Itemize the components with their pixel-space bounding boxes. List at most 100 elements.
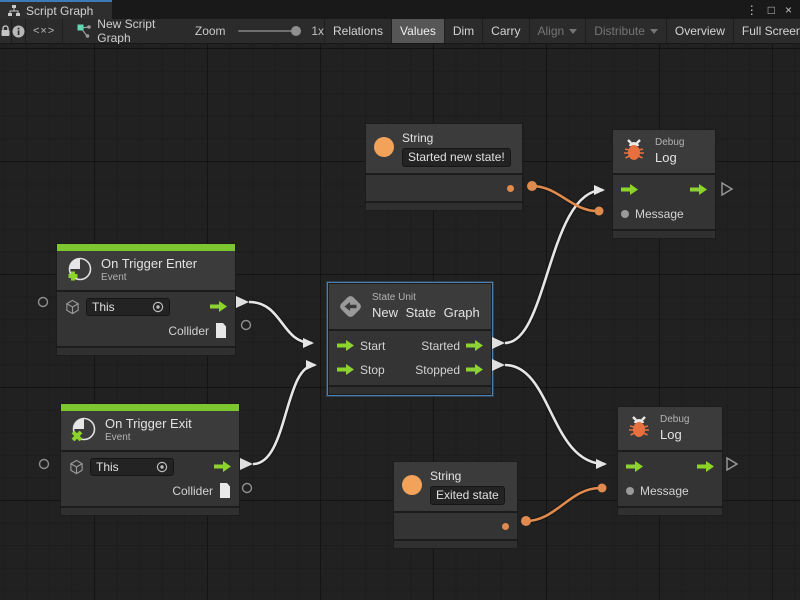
node-subtitle: State Unit bbox=[372, 292, 416, 303]
carry-button[interactable]: Carry bbox=[482, 19, 528, 43]
info-icon bbox=[12, 25, 25, 38]
menu-dots-icon[interactable]: ⋮ bbox=[745, 2, 758, 17]
event-exit-icon bbox=[69, 417, 97, 444]
code-view-icon: <×> bbox=[33, 25, 56, 37]
flow-output-arrow-icon[interactable] bbox=[697, 461, 714, 473]
node-subtitle: Debug bbox=[655, 137, 685, 148]
graph-canvas[interactable]: On Trigger Enter Event This bbox=[0, 44, 800, 600]
flow-input-arrow-icon[interactable] bbox=[337, 364, 354, 376]
tab-label: Script Graph bbox=[26, 3, 94, 18]
node-subtitle: Event bbox=[101, 272, 127, 284]
event-accent-bar bbox=[61, 404, 239, 411]
node-title: String bbox=[402, 131, 434, 145]
distribute-dropdown[interactable]: Distribute bbox=[585, 19, 666, 43]
node-title: On Trigger Enter bbox=[101, 256, 198, 271]
relations-button[interactable]: Relations bbox=[324, 19, 391, 43]
target-field[interactable]: This bbox=[90, 457, 174, 476]
wire-started-to-log bbox=[504, 185, 605, 345]
node-string-bottom[interactable]: String Exited state bbox=[393, 461, 518, 549]
tab-script-graph[interactable]: Script Graph bbox=[0, 0, 112, 19]
node-title: Log bbox=[655, 149, 677, 165]
debug-bug-icon bbox=[621, 138, 647, 164]
unconnected-flow-ports[interactable] bbox=[721, 181, 739, 472]
maximize-icon[interactable]: □ bbox=[767, 2, 775, 17]
node-title: On Trigger Exit bbox=[105, 416, 192, 431]
node-title: Log bbox=[660, 426, 682, 442]
zoom-label: Zoom bbox=[194, 24, 226, 38]
flow-output-arrow-icon[interactable] bbox=[466, 364, 483, 376]
flow-output-arrow-icon[interactable] bbox=[690, 184, 707, 196]
zoom-slider-handle[interactable] bbox=[291, 26, 302, 36]
flow-output-arrow-icon[interactable] bbox=[466, 340, 483, 352]
wire-string-to-message-top bbox=[531, 184, 598, 213]
debug-bug-icon bbox=[626, 415, 652, 441]
message-input-port[interactable] bbox=[621, 209, 629, 218]
graph-icon bbox=[77, 24, 92, 38]
file-icon bbox=[219, 483, 231, 499]
string-value-field[interactable]: Exited state bbox=[430, 486, 505, 505]
string-literal-icon bbox=[374, 137, 394, 157]
dim-button[interactable]: Dim bbox=[443, 19, 482, 43]
flow-input-arrow-icon[interactable] bbox=[337, 340, 354, 352]
node-on-trigger-exit[interactable]: On Trigger Exit Event This bbox=[60, 403, 240, 516]
string-value-field[interactable]: Started new state! bbox=[402, 148, 511, 167]
message-port-label: Message bbox=[640, 483, 689, 498]
node-on-trigger-enter[interactable]: On Trigger Enter Event This bbox=[56, 243, 236, 356]
value-output-port[interactable] bbox=[502, 522, 509, 530]
gameobject-cube-icon bbox=[69, 459, 84, 475]
collider-port-label: Collider bbox=[172, 483, 213, 498]
overview-button[interactable]: Overview bbox=[665, 19, 733, 43]
info-button[interactable] bbox=[12, 19, 26, 43]
close-icon[interactable]: × bbox=[784, 2, 792, 17]
node-string-top[interactable]: String Started new state! bbox=[365, 123, 523, 211]
node-footer bbox=[57, 347, 235, 355]
node-state-unit[interactable]: State Unit New State Graph Start Started bbox=[328, 283, 492, 395]
event-accent-bar bbox=[57, 244, 235, 251]
collider-port-label: Collider bbox=[168, 323, 209, 338]
node-title: New State Graph bbox=[372, 304, 480, 320]
hierarchy-icon bbox=[8, 4, 20, 17]
window-tab-bar: Script Graph ⋮ □ × bbox=[0, 0, 800, 19]
target-picker-icon[interactable] bbox=[152, 301, 164, 313]
view-buttons: Relations Values Dim Carry Align Distrib… bbox=[324, 19, 800, 43]
lock-button[interactable] bbox=[0, 19, 12, 43]
node-debug-log-bottom[interactable]: Debug Log Message bbox=[617, 406, 723, 516]
values-button[interactable]: Values bbox=[391, 19, 444, 43]
flow-output-arrow-icon[interactable] bbox=[210, 301, 227, 313]
node-subtitle: Debug bbox=[660, 414, 690, 425]
node-debug-log-top[interactable]: Debug Log Message bbox=[612, 129, 716, 239]
node-footer bbox=[613, 230, 715, 238]
align-dropdown[interactable]: Align bbox=[528, 19, 586, 43]
gameobject-cube-icon bbox=[65, 299, 80, 315]
started-port-label: Started bbox=[421, 338, 460, 353]
start-port-label: Start bbox=[360, 338, 386, 353]
stop-port-label: Stop bbox=[360, 362, 385, 377]
value-wires[interactable] bbox=[525, 184, 601, 523]
wire-enter-to-start bbox=[248, 300, 314, 348]
fullscreen-button[interactable]: Full Screen bbox=[732, 19, 800, 43]
value-wire-endpoints bbox=[521, 181, 607, 526]
target-picker-icon[interactable] bbox=[156, 461, 168, 473]
node-footer bbox=[618, 507, 722, 515]
state-unit-icon bbox=[337, 293, 364, 320]
target-field[interactable]: This bbox=[86, 297, 170, 316]
message-input-port[interactable] bbox=[626, 486, 634, 495]
graph-name[interactable]: New Script Graph bbox=[97, 17, 156, 45]
flow-output-arrow-icon[interactable] bbox=[214, 461, 231, 473]
zoom-slider[interactable] bbox=[237, 26, 302, 36]
graph-name-section: New Script Graph Zoom 1x bbox=[63, 17, 324, 45]
code-view-button[interactable]: <×> bbox=[26, 19, 64, 43]
zoom-value: 1x bbox=[311, 24, 324, 38]
node-subtitle: Event bbox=[105, 432, 131, 444]
wire-string-to-message-bottom bbox=[525, 486, 601, 523]
file-icon bbox=[215, 323, 227, 339]
node-footer bbox=[61, 507, 239, 515]
wire-exit-to-stop bbox=[252, 360, 317, 466]
node-footer bbox=[394, 541, 517, 548]
lock-icon bbox=[0, 25, 11, 37]
graph-toolbar: <×> New Script Graph Zoom 1x Relations V… bbox=[0, 17, 800, 45]
flow-input-arrow-icon[interactable] bbox=[621, 184, 638, 196]
flow-input-arrow-icon[interactable] bbox=[626, 461, 643, 473]
node-footer bbox=[329, 386, 491, 394]
value-output-port[interactable] bbox=[507, 184, 514, 192]
